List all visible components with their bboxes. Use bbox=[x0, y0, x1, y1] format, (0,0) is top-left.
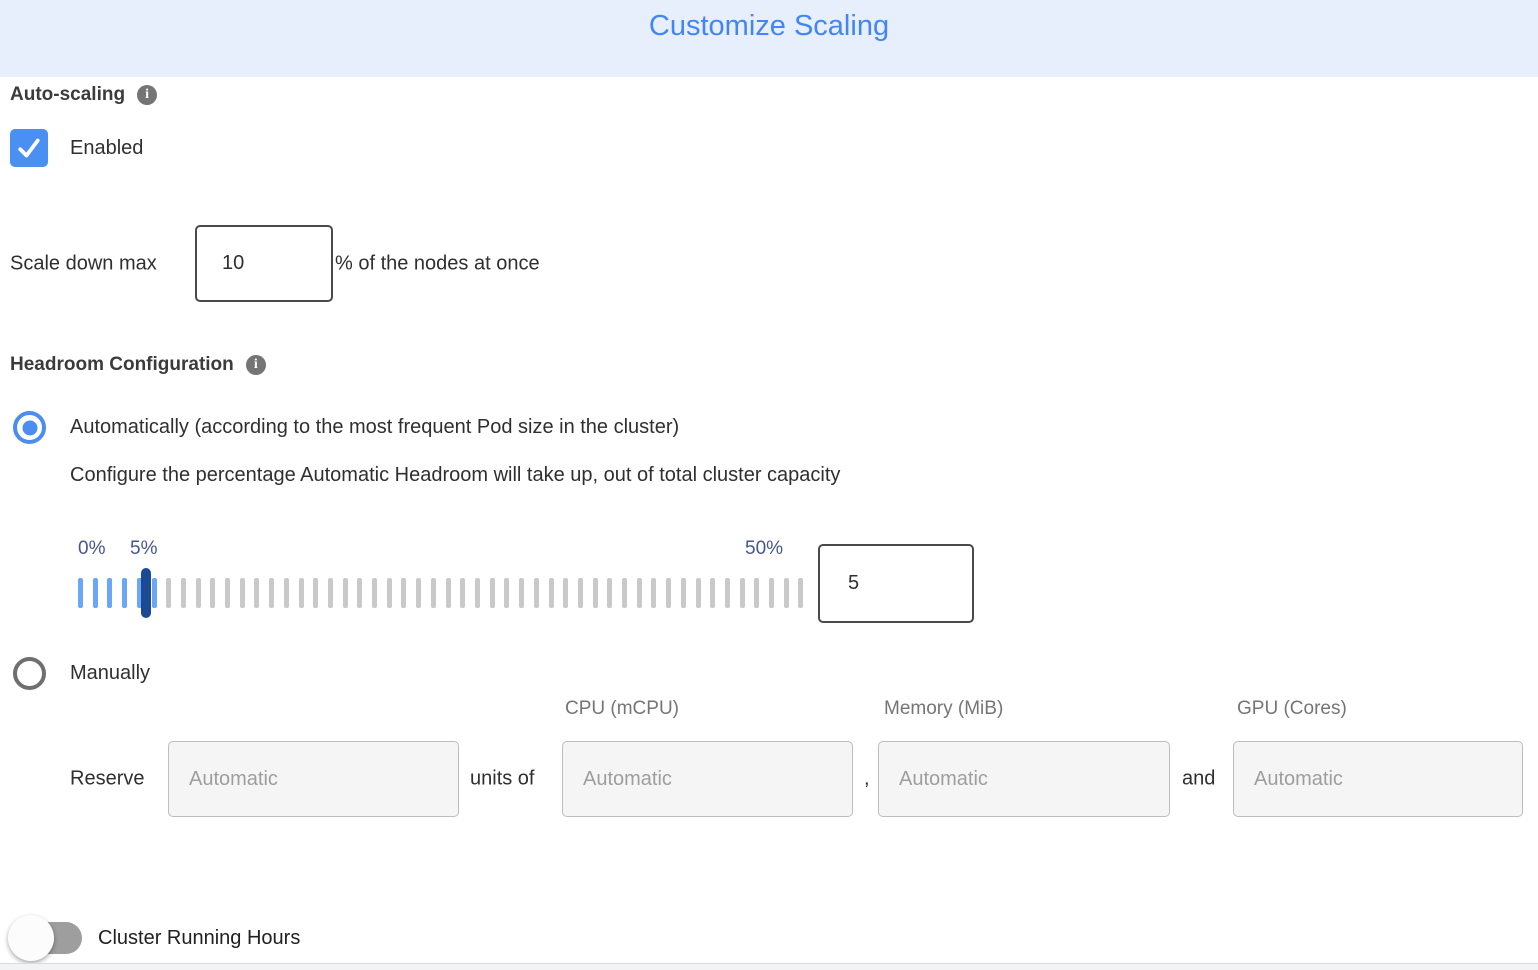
slider-tick bbox=[695, 578, 701, 608]
slider-tick bbox=[754, 578, 760, 608]
slider-tick bbox=[78, 578, 83, 608]
radio-selected-icon[interactable] bbox=[13, 411, 46, 444]
units-of-label: units of bbox=[470, 767, 535, 789]
headroom-percentage-input[interactable] bbox=[818, 544, 974, 623]
radio-unselected-icon[interactable] bbox=[13, 657, 46, 690]
reserve-row: Reserve units of , and bbox=[0, 740, 1538, 817]
slider-tick bbox=[166, 578, 172, 608]
enabled-checkbox[interactable] bbox=[10, 129, 48, 167]
headroom-percentage-slider-section: 0% 5% 50% bbox=[0, 530, 1538, 630]
slider-tick bbox=[710, 578, 716, 608]
slider-tick bbox=[798, 578, 804, 608]
cluster-running-hours-label: Cluster Running Hours bbox=[98, 927, 301, 949]
scale-down-max-input[interactable] bbox=[195, 225, 333, 302]
automatic-option-label: Automatically (according to the most fre… bbox=[70, 416, 680, 438]
slider-tick bbox=[430, 578, 436, 608]
slider-tick bbox=[269, 578, 275, 608]
slider-tick bbox=[607, 578, 613, 608]
scale-down-row: Scale down max % of the nodes at once bbox=[0, 225, 1538, 302]
slider-thumb[interactable] bbox=[141, 568, 151, 618]
slider-tick bbox=[651, 578, 657, 608]
slider-tick bbox=[769, 578, 775, 608]
info-icon[interactable]: i bbox=[137, 85, 158, 105]
slider-tick bbox=[357, 578, 363, 608]
slider-tick bbox=[577, 578, 583, 608]
info-icon[interactable]: i bbox=[245, 355, 266, 375]
slider-tick bbox=[283, 578, 289, 608]
checkmark-icon bbox=[18, 138, 40, 158]
slider-tick bbox=[122, 578, 128, 608]
slider-tick bbox=[92, 578, 98, 608]
slider-tick bbox=[342, 578, 348, 608]
slider-tick bbox=[489, 578, 495, 608]
slider-tick bbox=[180, 578, 186, 608]
and-label: and bbox=[1182, 767, 1216, 789]
headroom-automatic-option[interactable]: Automatically (according to the most fre… bbox=[13, 411, 679, 444]
slider-tick bbox=[592, 578, 598, 608]
slider-min-label: 0% bbox=[78, 538, 106, 559]
slider-tick bbox=[210, 578, 216, 608]
gpu-column-header: GPU (Cores) bbox=[1237, 698, 1347, 719]
slider-current-label: 5% bbox=[130, 538, 158, 559]
cluster-running-hours-row: Cluster Running Hours bbox=[0, 908, 1538, 968]
slider-tick bbox=[445, 578, 451, 608]
slider-tick bbox=[107, 578, 113, 608]
slider-tick bbox=[372, 578, 378, 608]
auto-scaling-label: Auto-scaling bbox=[10, 84, 126, 105]
reserve-units-input[interactable] bbox=[168, 741, 459, 817]
slider-tick bbox=[533, 578, 539, 608]
cluster-running-hours-toggle[interactable] bbox=[8, 915, 82, 961]
automatic-headroom-description: Configure the percentage Automatic Headr… bbox=[70, 464, 841, 486]
toggle-knob[interactable] bbox=[8, 915, 54, 961]
headroom-manual-option[interactable]: Manually bbox=[13, 657, 150, 690]
page-title: Customize Scaling bbox=[648, 10, 890, 42]
slider-max-label: 50% bbox=[745, 538, 784, 559]
slider-tick bbox=[239, 578, 245, 608]
slider-tick bbox=[401, 578, 407, 608]
slider-tick bbox=[622, 578, 628, 608]
reserve-memory-input[interactable] bbox=[878, 741, 1170, 817]
reserve-gpu-input[interactable] bbox=[1233, 741, 1523, 817]
reserve-column-headers: CPU (mCPU) Memory (MiB) GPU (Cores) bbox=[0, 698, 1538, 722]
slider-tick bbox=[474, 578, 480, 608]
slider-tick bbox=[460, 578, 466, 608]
auto-scaling-enabled-row: Enabled bbox=[10, 129, 143, 167]
slider-tick bbox=[666, 578, 672, 608]
reserve-cpu-input[interactable] bbox=[562, 741, 853, 817]
enabled-label: Enabled bbox=[70, 136, 144, 159]
slider-tick bbox=[298, 578, 304, 608]
slider-tick bbox=[680, 578, 686, 608]
slider-tick bbox=[416, 578, 422, 608]
headroom-label: Headroom Configuration bbox=[10, 354, 234, 375]
slider-tick bbox=[519, 578, 525, 608]
bottom-divider bbox=[0, 963, 1538, 970]
auto-scaling-section-header: Auto-scaling i bbox=[10, 84, 158, 106]
slider-tick bbox=[636, 578, 642, 608]
slider-tick bbox=[151, 578, 157, 608]
slider-tick bbox=[327, 578, 333, 608]
memory-column-header: Memory (MiB) bbox=[884, 698, 1004, 719]
slider-tick bbox=[548, 578, 554, 608]
manual-option-label: Manually bbox=[70, 662, 151, 684]
slider-tick bbox=[136, 578, 142, 608]
slider-tick bbox=[195, 578, 201, 608]
slider-ticks[interactable] bbox=[78, 578, 804, 608]
comma-separator: , bbox=[864, 767, 870, 789]
slider-tick bbox=[563, 578, 569, 608]
slider-tick bbox=[386, 578, 392, 608]
cpu-column-header: CPU (mCPU) bbox=[565, 698, 679, 719]
scale-down-suffix: % of the nodes at once bbox=[335, 252, 540, 274]
panel-header: Customize Scaling bbox=[0, 0, 1538, 77]
slider-tick bbox=[739, 578, 745, 608]
slider-tick bbox=[504, 578, 510, 608]
slider-tick bbox=[724, 578, 730, 608]
slider-tick bbox=[313, 578, 319, 608]
slider-tick bbox=[783, 578, 789, 608]
headroom-section-header: Headroom Configuration i bbox=[10, 354, 266, 376]
slider-tick bbox=[225, 578, 231, 608]
scale-down-label: Scale down max bbox=[10, 252, 157, 274]
slider-tick bbox=[254, 578, 260, 608]
reserve-label: Reserve bbox=[70, 767, 145, 789]
